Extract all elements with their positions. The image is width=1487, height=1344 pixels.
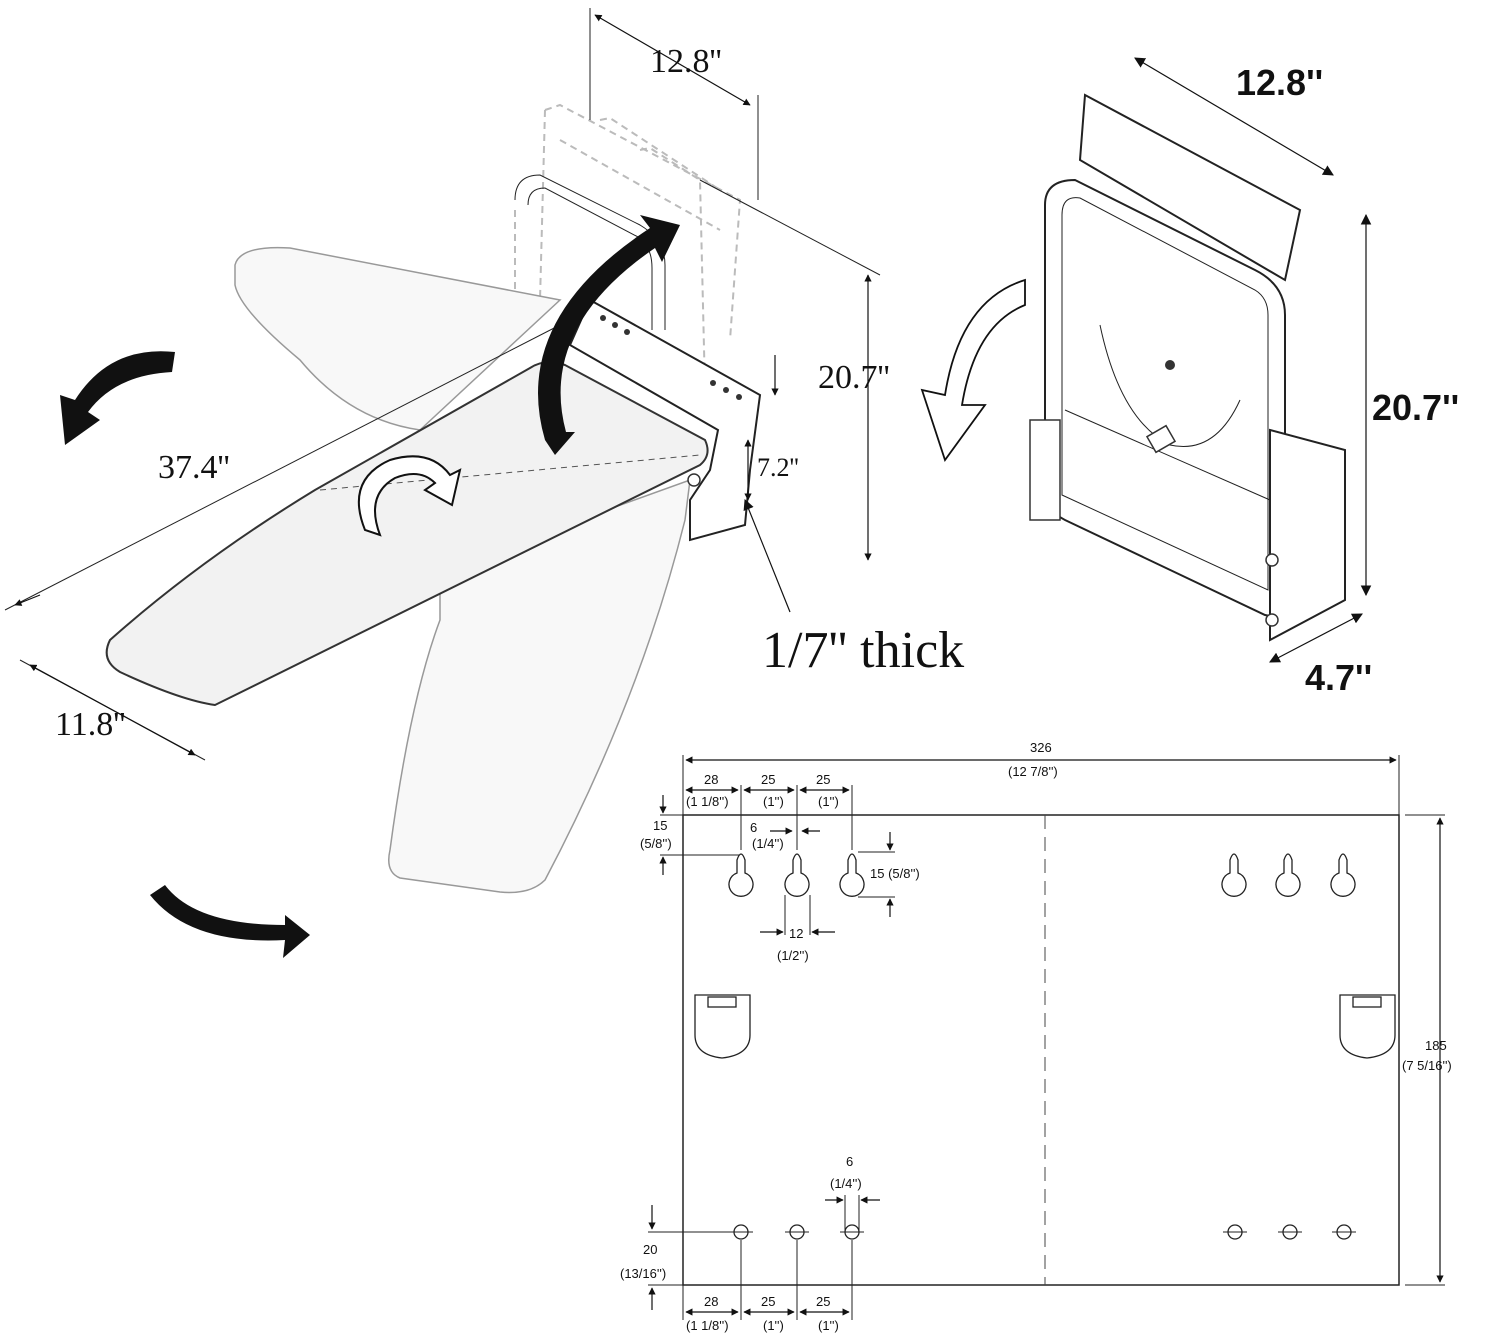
keyhole-slot (784, 853, 810, 897)
bottom-spacing-in-label-1: (1'') (763, 1318, 784, 1333)
right-depth-line (1269, 613, 1363, 663)
side-hook (1339, 994, 1396, 1059)
top-offset-in-label: (1 1/8'') (686, 794, 729, 809)
bottom-hole-in-label: (1/4'') (830, 1176, 862, 1191)
bottom-spacing-label-2: 25 (816, 1294, 830, 1309)
ironing-board-figure: 12.8'' 20.7'' 7.2'' 37.4'' 11.8'' 1/7'' … (4, 8, 964, 958)
fold-down-arrow (920, 278, 1026, 462)
board-ghost-raised (234, 246, 562, 431)
keyhole-slot (1275, 853, 1301, 897)
keyhole-slot (1330, 853, 1356, 897)
bottom-spacing-label-1: 25 (761, 1294, 775, 1309)
slot-width-label: 6 (750, 820, 757, 835)
ghost-frame (514, 103, 742, 391)
side-bracket (1029, 419, 1061, 521)
top-margin-in-label: (5/8'') (640, 836, 672, 851)
keyhole-slot (728, 853, 754, 897)
board-width-label: 11.8'' (55, 706, 126, 743)
depth-label: 7.2'' (757, 453, 799, 482)
knob (1145, 424, 1177, 454)
ext-line (4, 324, 561, 611)
top-spacing-label-2: 25 (816, 772, 830, 787)
right-width-label: 12.8'' (1236, 62, 1323, 103)
inner-frame (1061, 197, 1269, 591)
flip-arrow (357, 455, 462, 537)
bottom-spacing-in-label-2: (1'') (818, 1318, 839, 1333)
bottom-margin-label: 20 (643, 1242, 657, 1257)
top-spacing-in-label-2: (1'') (818, 794, 839, 809)
plate-screws (600, 315, 742, 400)
mounting-plate-drawing: 326 (12 7/8'') 28 (1 1/8'') 25 (1'') 25 … (620, 740, 1452, 1333)
top-spacing-in-label-1: (1'') (763, 794, 784, 809)
wall-bracket (1269, 428, 1346, 642)
thickness-pointer (743, 498, 791, 613)
hinge-pin (687, 473, 701, 487)
overall-height-in-label: (7 5/16'') (1402, 1058, 1452, 1073)
rotate-arrow-top-left (60, 351, 175, 445)
dim-12-8-line (594, 14, 751, 106)
keyhole-slot (1221, 853, 1247, 897)
crossbar (1064, 409, 1271, 501)
slot-width-in-label: (1/4'') (752, 836, 784, 851)
slot-length-label: 15 (5/8'') (870, 866, 920, 881)
top-margin-label: 15 (653, 818, 667, 833)
top-offset-label: 28 (704, 772, 718, 787)
thickness-label: 1/7'' thick (762, 622, 964, 679)
dim-11-8-line (29, 664, 196, 756)
overall-height-label: 185 (1425, 1038, 1447, 1053)
rotate-arrow-fold-up (538, 215, 680, 455)
bottom-offset-label: 28 (704, 1294, 718, 1309)
fold-line (319, 454, 701, 491)
keyhole-slot (839, 853, 865, 897)
left-height-label: 20.7'' (818, 359, 890, 396)
keyhole-slots (728, 853, 1356, 897)
right-height-label: 20.7'' (1372, 387, 1459, 428)
length-label: 37.4'' (158, 449, 230, 486)
rotate-arrow-bottom-left (150, 885, 310, 958)
bottom-margin-in-label: (13/16'') (620, 1266, 666, 1281)
right-depth-label: 4.7'' (1305, 657, 1372, 698)
slot-spacing-in-label: (1/2'') (777, 948, 809, 963)
wall-plate (568, 298, 762, 542)
bottom-offset-in-label: (1 1/8'') (686, 1318, 729, 1333)
right-width-line (1134, 57, 1334, 176)
bracket-hole (1265, 553, 1279, 567)
board-ghost-lowered (388, 478, 691, 894)
dim-37-4-line (14, 594, 41, 606)
side-hook (694, 994, 751, 1059)
overall-width-label: 326 (1030, 740, 1052, 755)
bottom-hole-label: 6 (846, 1154, 853, 1169)
ext-line (699, 179, 881, 276)
pivot-dot (1165, 360, 1175, 370)
top-spacing-label-1: 25 (761, 772, 775, 787)
slot-spacing-label: 12 (789, 926, 803, 941)
side-hooks (694, 994, 1396, 1059)
bracket-hole (1265, 613, 1279, 627)
folded-board-figure: 12.8'' 20.7'' 4.7'' (920, 57, 1459, 698)
left-width-label: 12.8'' (650, 43, 722, 80)
overall-width-in-label: (12 7/8'') (1008, 764, 1058, 779)
